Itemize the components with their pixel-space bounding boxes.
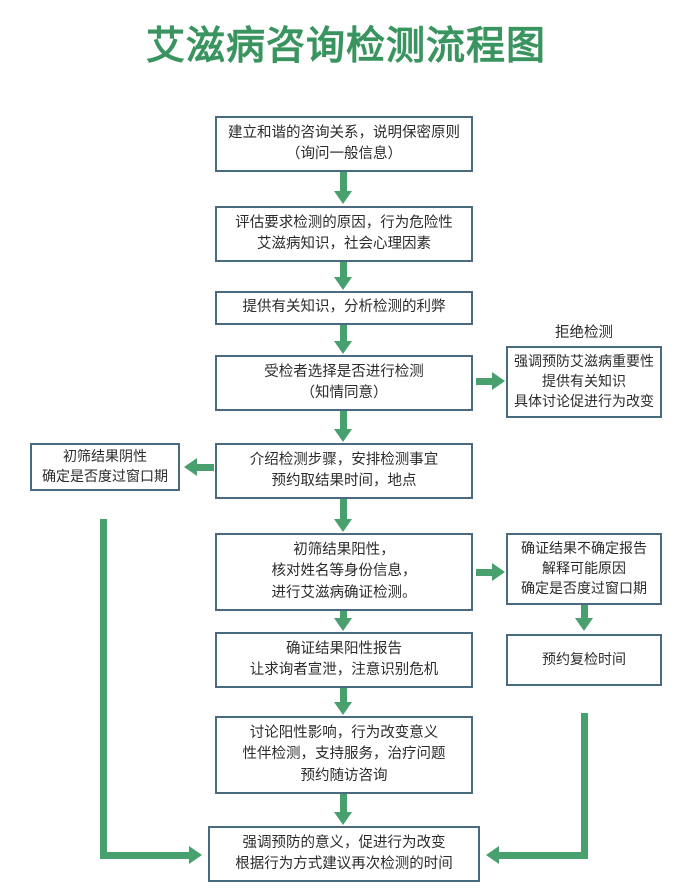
node-line: 初筛结果阴性 [63,448,147,465]
arrowhead-n6-indeterminate [492,563,505,581]
node-line: 核对姓名等身份信息， [271,563,417,580]
node-emphasize-prevention: 强调预防的意义，促进行为改变 根据行为方式建议再次检测的时间 [208,826,480,882]
label-refuse-test: 拒绝检测 [555,325,613,341]
connector-indeterminate-retest [581,605,588,619]
node-line: 预约复检时间 [542,651,626,668]
node-line: 受检者选择是否进行检测 [264,363,424,380]
node-line: （知情同意） [300,385,388,401]
connector-n4-n5 [340,411,347,430]
node-line: 进行艾滋病确证检测。 [271,584,417,601]
node-confirmed-positive-report: 确证结果阳性报告 让求询者宣泄，注意识别危机 [215,632,473,688]
arrowhead-n4-refuse [492,372,505,390]
connector-negative-right [100,852,190,859]
node-line: 根据行为方式建议再次检测的时间 [235,856,453,872]
node-line: 讨论阳性影响，行为改变意义 [249,725,439,742]
connector-n5-negative [197,464,214,471]
arrowhead-n5-negative [184,458,197,476]
connector-n4-refuse [476,378,493,385]
node-line: 解释可能原因 [542,560,626,577]
node-line: 确定是否度过窗口期 [521,581,647,598]
node-line: 提供有关知识 [542,373,626,390]
arrowhead-indeterminate-retest [575,618,593,631]
node-line: 确证结果阳性报告 [286,640,402,657]
connector-n5-n6 [340,499,347,520]
node-schedule-retest: 预约复检时间 [506,634,662,686]
node-line: 初筛结果阳性， [293,542,395,559]
connector-n7-n8 [340,688,347,703]
arrowhead-n2-n3 [334,277,352,290]
node-line: 预约取结果时间，地点 [271,473,417,489]
node-discuss-impact: 讨论阳性影响，行为改变意义 性伴检测，支持服务，治疗问题 预约随访咨询 [215,716,473,794]
arrowhead-n6-n7 [334,618,352,631]
node-line: 让求询者宣泄，注意识别危机 [249,662,439,678]
node-line: 预约随访咨询 [300,767,388,784]
arrowhead-n7-n8 [334,702,352,715]
arrowhead-n4-n5 [334,429,352,442]
arrowhead-n1-n2 [334,191,352,204]
node-line: 强调预防艾滋病重要性 [514,353,654,370]
node-line: 艾滋病知识，社会心理因素 [257,236,431,252]
connector-n6-n7 [340,611,347,619]
node-screening-negative: 初筛结果阴性 确定是否度过窗口期 [30,443,180,491]
connector-n6-indeterminate [476,569,493,576]
node-line: 介绍检测步骤，安排检测事宜 [249,451,439,468]
node-line: 性伴检测，支持服务，治疗问题 [242,746,446,763]
node-line: 提供有关知识，分析检测的利弊 [242,299,446,316]
node-line: 确定是否度过窗口期 [42,469,168,485]
page-title: 艾滋病咨询检测流程图 [145,24,546,69]
arrowhead-n5-n6 [334,519,352,532]
node-screening-positive: 初筛结果阳性， 核对姓名等身份信息， 进行艾滋病确证检测。 [215,533,473,611]
arrowhead-retest-to-final [486,846,499,864]
node-line: 强调预防的意义，促进行为改变 [242,834,446,851]
node-line: 具体讨论促进行为改变 [514,394,654,411]
node-provide-knowledge: 提供有关知识，分析检测的利弊 [215,291,473,325]
node-line: 确证结果不确定报告 [521,540,647,557]
connector-n8-n9 [340,794,347,813]
node-establish-relationship: 建立和谐的咨询关系，说明保密原则 （询问一般信息） [215,116,473,172]
node-client-choice: 受检者选择是否进行检测 （知情同意） [215,355,473,411]
node-line: 建立和谐的咨询关系，说明保密原则 [228,124,460,141]
arrowhead-n8-n9 [334,812,352,825]
arrowhead-negative-to-final [189,846,202,864]
connector-n1-n2 [340,172,347,192]
arrowhead-n3-n4 [334,341,352,354]
node-test-procedure: 介绍检测步骤，安排检测事宜 预约取结果时间，地点 [215,443,473,499]
node-refuse-test-actions: 强调预防艾滋病重要性 提供有关知识 具体讨论促进行为改变 [506,346,662,418]
node-line: （询问一般信息） [286,146,402,162]
node-indeterminate-result: 确证结果不确定报告 解释可能原因 确定是否度过窗口期 [506,533,662,605]
connector-n2-n3 [340,262,347,278]
node-line: 评估要求检测的原因，行为危险性 [235,214,453,231]
connector-retest-left [498,852,588,859]
connector-n3-n4 [340,325,347,342]
connector-retest-down [581,713,588,859]
connector-negative-down [100,519,107,859]
node-assess-reasons: 评估要求检测的原因，行为危险性 艾滋病知识，社会心理因素 [215,206,473,262]
